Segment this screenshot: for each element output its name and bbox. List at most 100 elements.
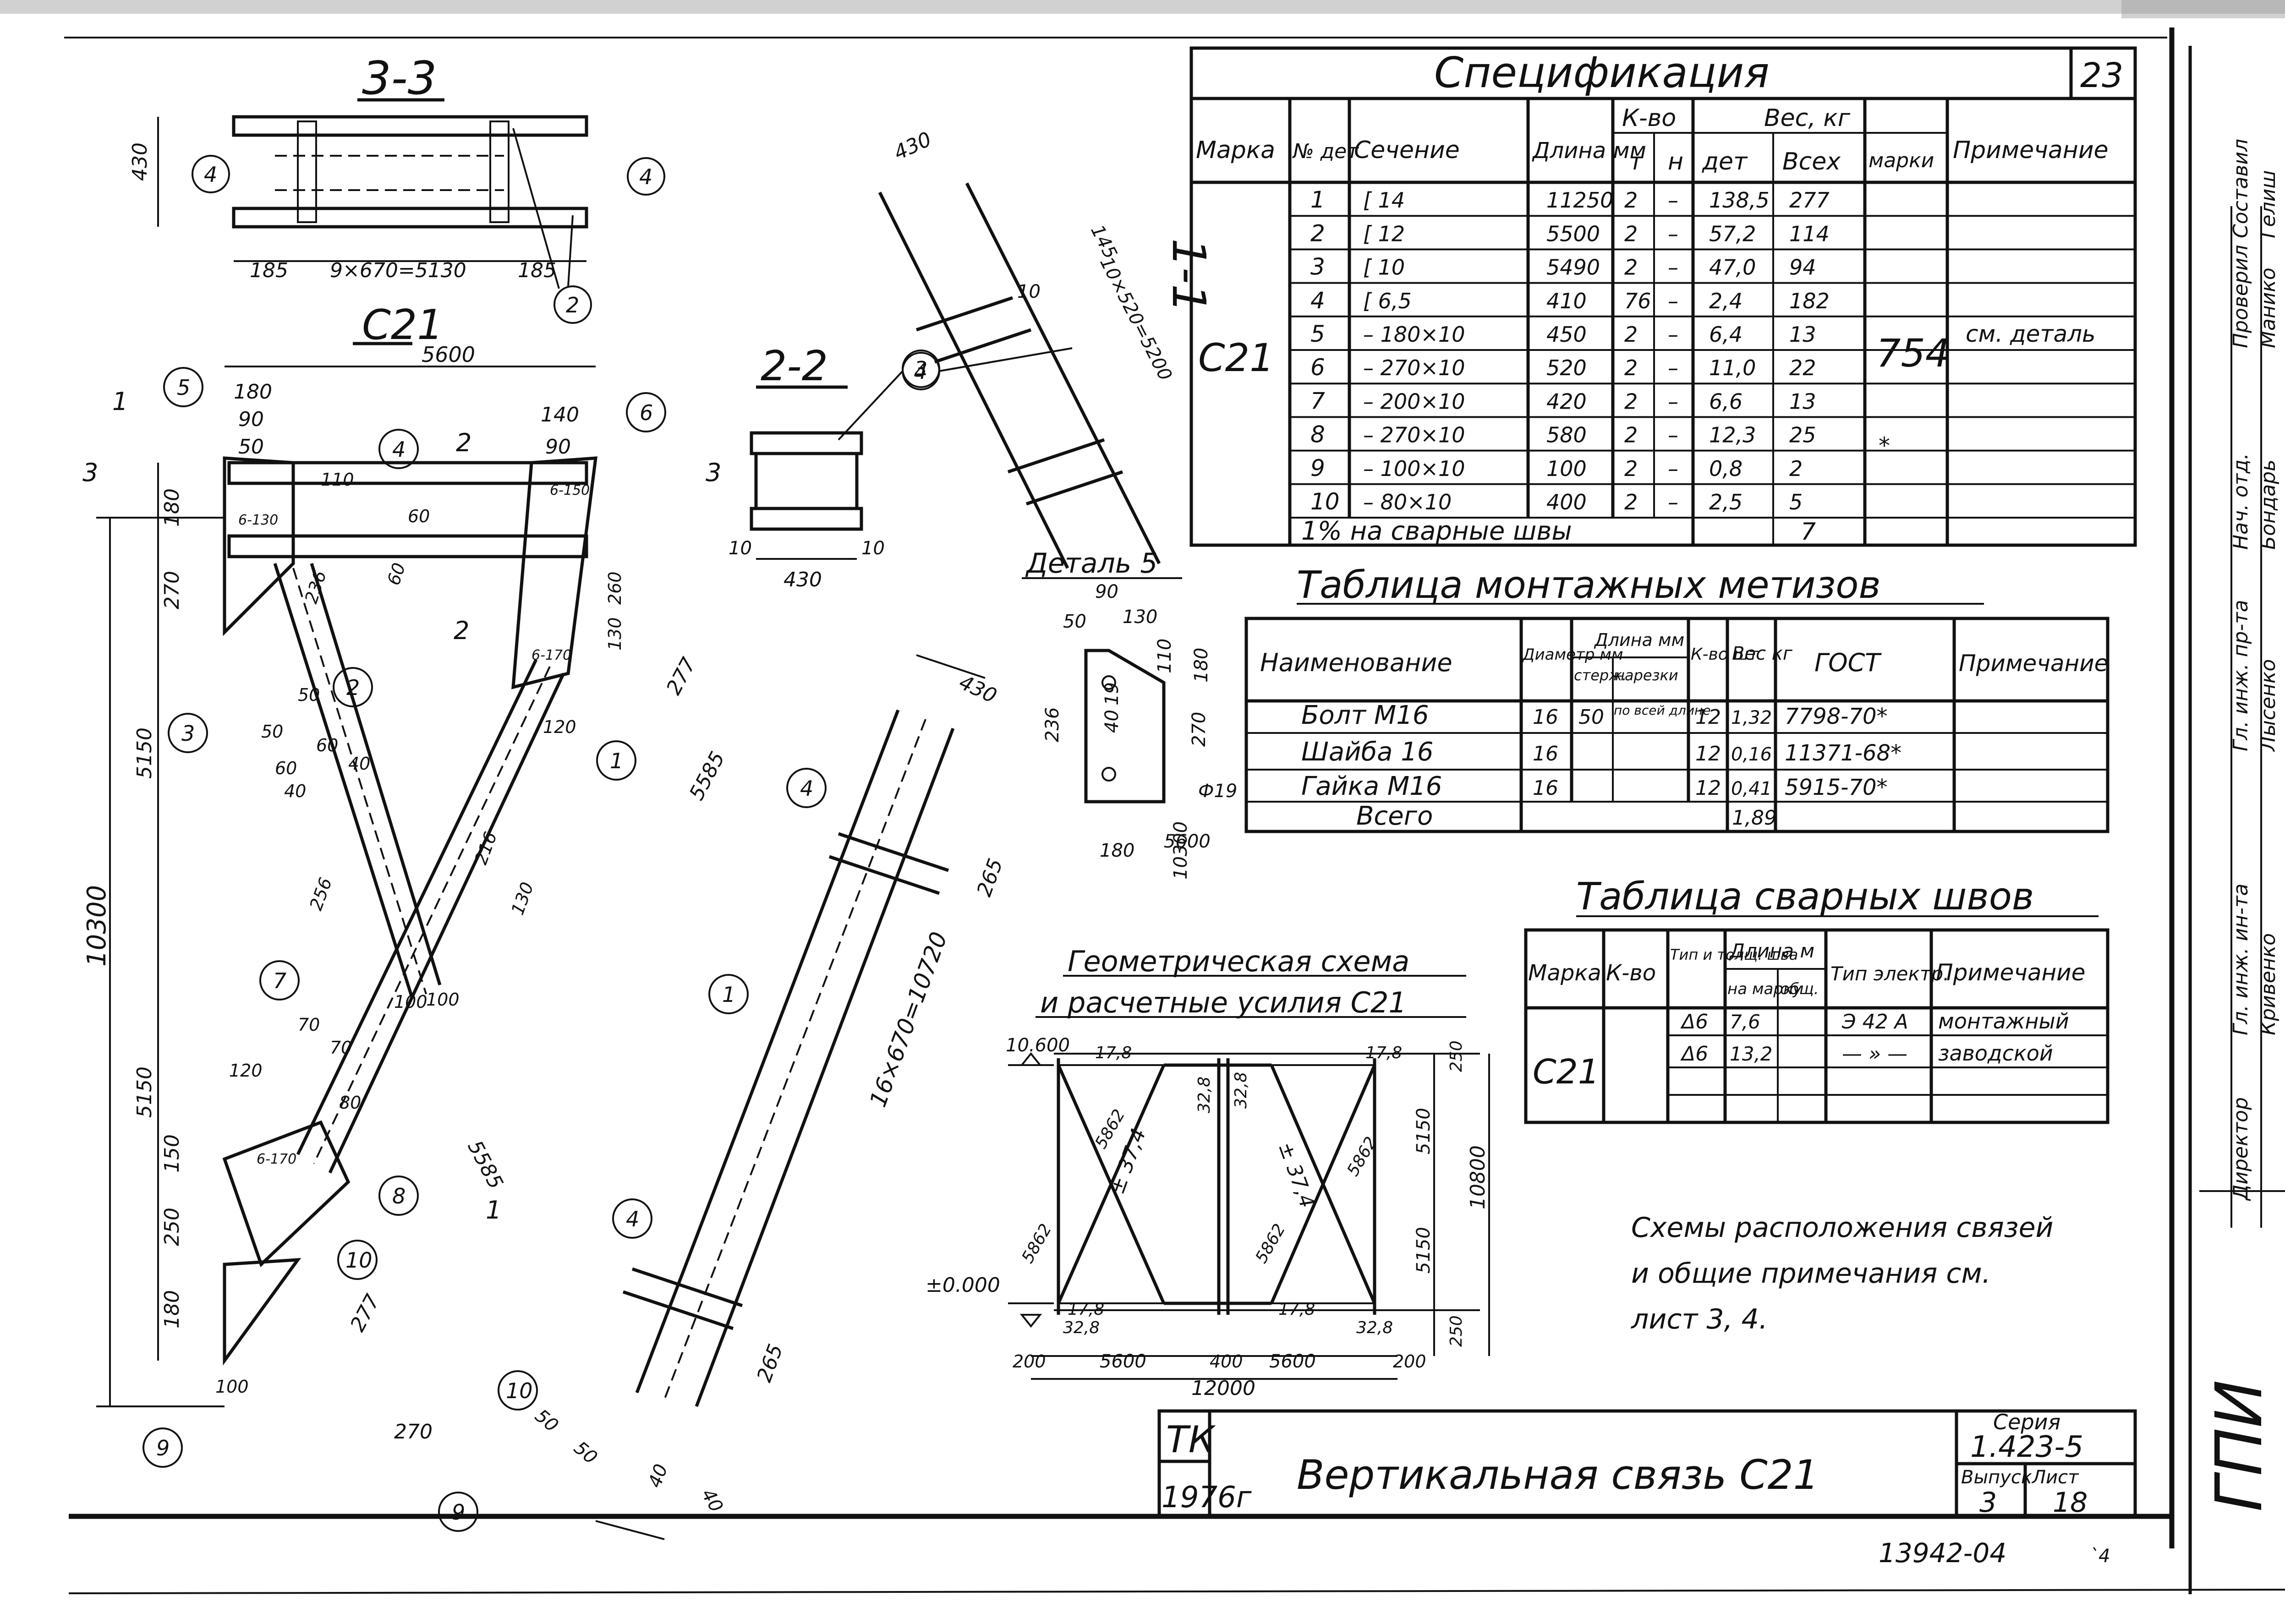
det5-dim: 5600	[1164, 831, 1211, 852]
bolts-header-rod: стерж.	[1574, 667, 1627, 684]
spec-cell-section: – 200×10	[1363, 389, 1465, 414]
c21-dim-270b: 270	[394, 1420, 433, 1444]
c21-dim-150: 150	[160, 1134, 184, 1173]
spec-cell-length: 5500	[1546, 221, 1600, 246]
bolt-cell-qty: 12	[1695, 776, 1721, 800]
bolts-table: Таблица монтажных метизов Наименование Д…	[1244, 563, 2110, 833]
weld-cell-lmark: 13,2	[1730, 1043, 1773, 1065]
stamp-tk: ТК	[1166, 1418, 1216, 1461]
geom-dim-5600b: 5600	[1269, 1351, 1316, 1372]
side-name: Манико	[2257, 268, 2280, 348]
weld-cell-type: Δ6	[1680, 1010, 1708, 1033]
section-1-1-title: 1-1	[1162, 238, 1216, 313]
c21-callout-label: 10	[345, 1248, 373, 1273]
spec-cell-length: 11250	[1546, 188, 1613, 213]
spec-cell-wall: 25	[1789, 423, 1816, 448]
s33-callout-4a: 4	[204, 162, 217, 187]
c21-small-dim: 60	[408, 506, 430, 526]
scan-top-edge	[0, 0, 2285, 14]
spec-cell-qty-t: 2	[1624, 423, 1638, 448]
c21-dim-270: 270	[160, 571, 184, 609]
bolts-header-name: Наименование	[1260, 648, 1452, 677]
welds-table: Таблица сварных швов Марка К-во Тип и то…	[1524, 875, 2110, 1124]
section-3-3-title: 3-3	[362, 51, 437, 105]
c21-small-dim: 256	[306, 875, 336, 913]
bolts-header-gost: ГОСТ	[1814, 648, 1882, 677]
long-callout-label: 4	[626, 1207, 639, 1231]
spec-cell-no: 5	[1310, 321, 1325, 347]
spec-weld-value: 7	[1801, 518, 1816, 546]
welds-header-qty: К-во	[1606, 960, 1656, 986]
det5-dim: 40	[1101, 710, 1123, 733]
long-dim-265b: 265	[752, 1341, 788, 1385]
spec-cell-qty-t: 2	[1624, 255, 1638, 280]
c21-small-dim: 6-130	[238, 512, 278, 528]
side-note: Гл. инж. ин-та	[2229, 884, 2252, 1035]
spec-cell-section: – 80×10	[1363, 490, 1452, 514]
det5-dim: 236	[1042, 707, 1063, 742]
callout-circle	[498, 1370, 538, 1411]
spec-cell-length: 410	[1546, 289, 1587, 313]
c21-dim-180top: 180	[234, 380, 272, 404]
geom-elev-top: 10.600	[1006, 1035, 1070, 1056]
bolt-cell-weight: 0,41	[1731, 778, 1772, 799]
spec-cell-qty-t: 2	[1624, 221, 1638, 246]
c21-callout-label: 7	[273, 968, 286, 993]
spec-header-section: Сечение	[1354, 137, 1460, 164]
s33-dim-430: 430	[128, 142, 152, 181]
spec-cell-qty-n: –	[1668, 456, 1678, 481]
stamp-year: 1976г	[1162, 1481, 1252, 1515]
c21-small-dim: 130	[507, 880, 537, 918]
note-line: и общие примечания см.	[1631, 1258, 1991, 1290]
spec-cell-wdet: 12,3	[1709, 423, 1756, 448]
s33-callout-2: 2	[566, 293, 579, 317]
bolt-cell-gost: 5915-70*	[1785, 775, 1888, 800]
c21-small-dim: 60	[316, 735, 338, 755]
spec-cell-qty-t: 2	[1624, 389, 1638, 414]
det5-dim: 90	[1095, 581, 1118, 602]
geom-force-label: 17,8	[1068, 1300, 1104, 1319]
section-2-2: 2-2 430 10 10 4	[729, 342, 940, 591]
c21-dim-5585a: 5585	[685, 748, 730, 804]
geom-force-label: 17,8	[1278, 1300, 1315, 1319]
main-view-c21: С21 5600 10300 5150 5150 180 270	[82, 301, 730, 1468]
geom-force-label: 32,8	[1195, 1077, 1214, 1113]
c21-callout-label: 3	[181, 721, 195, 746]
spec-cell-length: 520	[1546, 355, 1587, 380]
side-note: Гл. инж. пр-та	[2229, 600, 2252, 751]
weld-cell-electrode: Э 42 А	[1841, 1010, 1908, 1033]
spec-header-weight: Вес, кг	[1764, 104, 1851, 132]
c21-small-dim: 40	[348, 754, 370, 774]
side-name: Бондарь	[2257, 459, 2280, 550]
geom-force-label: 5862	[1018, 1221, 1055, 1267]
bolts-header-qty: К-во шт	[1691, 645, 1759, 664]
spec-cell-wall: 94	[1789, 255, 1816, 280]
c21-dim-180: 180	[160, 488, 184, 527]
bolt-cell-diam: 16	[1533, 705, 1558, 729]
spec-cell-qty-t: 2	[1624, 355, 1638, 380]
det5-dim: 130	[1123, 607, 1157, 628]
spec-cell-qty-n: –	[1668, 355, 1678, 380]
bolt-cell-gost: 7798-70*	[1785, 704, 1888, 729]
bolt-cell-weight: 1,32	[1731, 707, 1772, 728]
det5-dim: 180	[1100, 840, 1134, 861]
callout-circle	[259, 960, 300, 1001]
c21-dim-90: 90	[238, 408, 264, 431]
spec-cell-wdet: 6,4	[1709, 322, 1743, 347]
note-line: лист 3, 4.	[1631, 1303, 1768, 1335]
long-callout-label: 4	[800, 776, 813, 801]
c21-callout-label: 4	[392, 437, 405, 462]
spec-cell-qty-t: 2	[1624, 188, 1638, 213]
spec-header-mark: Марка	[1196, 137, 1275, 164]
c21-title: С21	[362, 301, 443, 349]
c21-section-mark: 1	[486, 1196, 501, 1225]
c21-dim-277b: 277	[346, 1290, 384, 1335]
spec-header-qty: К-во	[1622, 104, 1676, 132]
section-1-1: 1-1 430 145 10×520=5200 10 3	[878, 127, 1216, 569]
long-dim-265a: 265	[972, 855, 1008, 899]
c21-dim-50: 50	[238, 435, 264, 459]
spec-cell-wall: 182	[1789, 289, 1830, 313]
